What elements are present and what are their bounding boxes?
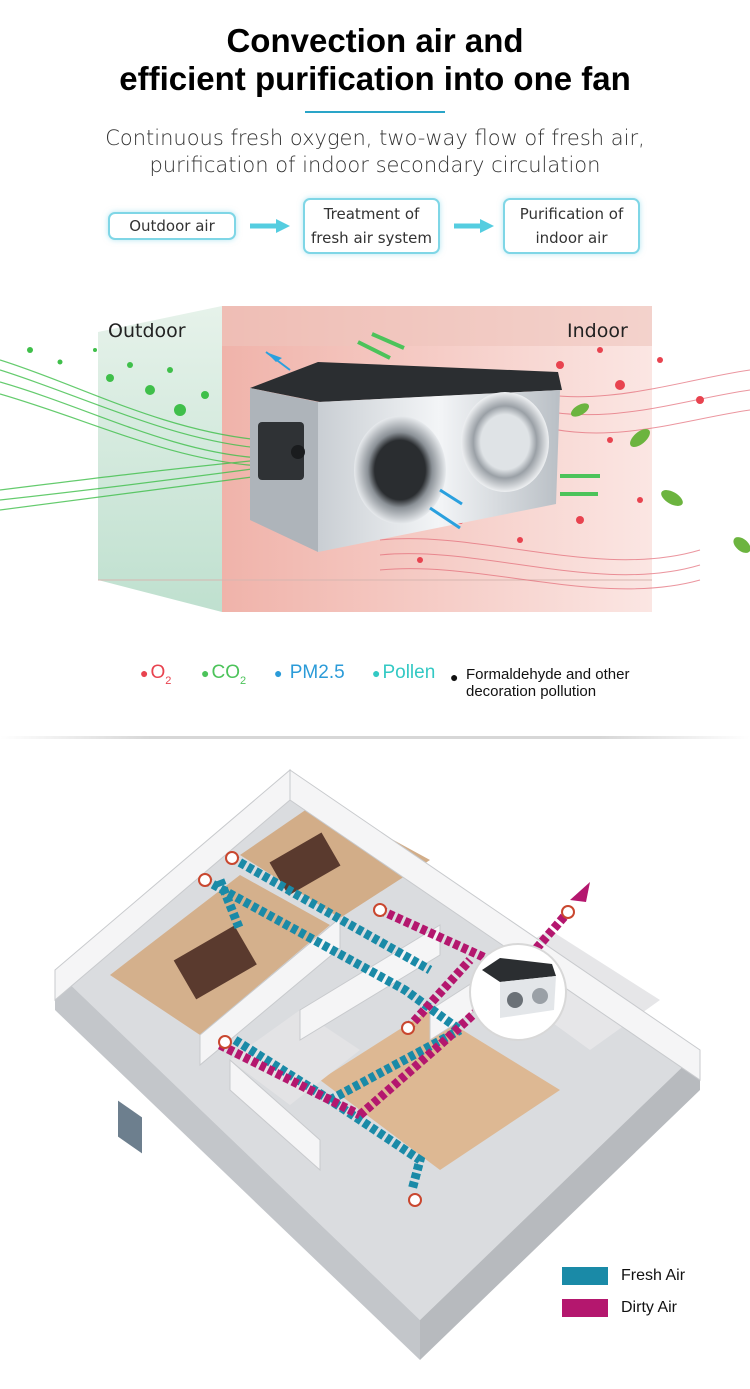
title-line-1: Convection air and: [226, 22, 524, 59]
formaldehyde-dot-icon: ●: [450, 669, 459, 685]
fresh-air-swatch: [562, 1267, 608, 1285]
indoor-label: Indoor: [567, 320, 628, 342]
co2-text: CO: [211, 662, 240, 683]
ventilation-diagram: Outdoor Indoor: [0, 290, 750, 620]
pollen-text: Pollen: [382, 662, 436, 683]
o2-text: O: [150, 662, 166, 683]
legend-pm25: ● PM2.5: [274, 662, 345, 684]
legend-co2: ●CO2: [201, 662, 246, 687]
pollen-dot-icon: ●: [372, 665, 381, 681]
flow-step-3-line-1: Purification of: [519, 205, 624, 223]
flow-step-1-label: Outdoor air: [129, 217, 215, 235]
flow-arrow-1-icon: [250, 219, 290, 233]
flow-step-outdoor-air: Outdoor air: [108, 212, 236, 240]
flow-step-purification: Purification of indoor air: [503, 198, 640, 254]
o2-dot-icon: ●: [140, 665, 149, 681]
pm-text: PM2.5: [289, 662, 345, 683]
legend-o2: ●O2: [140, 662, 171, 687]
pm-dot-icon: ●: [274, 665, 283, 681]
flow-step-3-line-2: indoor air: [535, 229, 608, 247]
legend-pollen: ●Pollen: [372, 662, 435, 684]
co2-sub: 2: [239, 675, 247, 687]
house-floorplan-illustration: [54, 311, 701, 1360]
co2-dot-icon: ●: [201, 665, 210, 681]
dirty-air-swatch: [562, 1299, 608, 1317]
page-title: Convection air and efficient purificatio…: [0, 22, 750, 98]
dirty-air-label: Dirty Air: [621, 1299, 677, 1316]
subtitle-line-2: purification of indoor secondary circula…: [149, 153, 601, 177]
ventilation-illustration: [0, 306, 750, 612]
flow-step-2-line-2: fresh air system: [311, 229, 432, 247]
legend-formaldehyde-dot: ●: [450, 666, 460, 688]
flow-step-2-line-1: Treatment of: [323, 205, 420, 223]
flow-arrow-2-icon: [454, 219, 494, 233]
o2-sub: 2: [165, 675, 172, 687]
section-divider: [0, 736, 750, 739]
particle-legend: ●O2 ●CO2 ● PM2.5 ●Pollen ● Formaldehyde …: [0, 662, 750, 702]
house-airflow-illustration: [0, 311, 750, 1360]
flow-step-treatment: Treatment of fresh air system: [303, 198, 440, 254]
title-line-2: efficient purification into one fan: [119, 60, 631, 97]
fresh-air-label: Fresh Air: [621, 1267, 686, 1284]
subtitle: Continuous fresh oxygen, two-way flow of…: [0, 125, 750, 179]
outdoor-label: Outdoor: [108, 320, 186, 342]
subtitle-line-1: Continuous fresh oxygen, two-way flow of…: [105, 126, 645, 150]
title-underline: [305, 111, 445, 113]
formaldehyde-text: Formaldehyde and other decoration pollut…: [466, 666, 630, 700]
